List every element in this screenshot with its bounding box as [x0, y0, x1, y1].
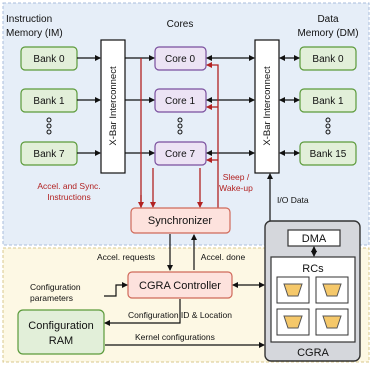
xbar-left-label: X-Bar Interconnect	[108, 66, 119, 146]
accel-requests-label: Accel. requests	[97, 252, 155, 262]
kernel-configs-label: Kernel configurations	[135, 332, 215, 342]
cgra-controller-label: CGRA Controller	[139, 280, 221, 292]
rc-cell	[315, 308, 349, 336]
dm-bank-1-label: Bank 1	[312, 96, 344, 107]
sleep-label-1: Sleep /	[223, 172, 250, 182]
config-ram-block	[17, 309, 105, 355]
xbar-left	[100, 39, 126, 174]
dm-bank-1	[299, 88, 357, 113]
top-region	[2, 2, 370, 246]
im-bank-7-label: Bank 7	[33, 149, 65, 160]
core-7-label: Core 7	[165, 149, 195, 160]
rc-cell	[315, 276, 349, 304]
dm-bank-15	[299, 141, 357, 166]
io-data-label: I/O Data	[277, 195, 309, 205]
xbar-right-label: X-Bar Interconnect	[262, 66, 273, 146]
cores-xbar-right-arrows	[206, 55, 255, 156]
accel-sync-label-1: Accel. and Sync.	[37, 181, 100, 191]
accel-done-label: Accel. done	[201, 252, 246, 262]
config-id-arrow	[104, 299, 181, 326]
config-params-arrow	[104, 282, 128, 297]
rc-cell	[276, 308, 310, 336]
dm-bank-15-label: Bank 15	[310, 149, 347, 160]
accel-sync-label-2: Instructions	[47, 192, 90, 202]
config-ram-label-1: Configuration	[28, 320, 93, 332]
config-params-label-2: parameters	[30, 293, 73, 303]
sleep-wakeup-arrows	[150, 62, 219, 208]
im-to-xbar-arrows	[77, 55, 101, 156]
dm-title-line2: Memory (DM)	[297, 28, 358, 39]
xbar-dm-arrows	[279, 55, 300, 156]
im-bank-0-label: Bank 0	[33, 54, 65, 65]
sleep-label-2: Wake-up	[219, 183, 253, 193]
im-bank-1-label: Bank 1	[33, 96, 65, 107]
config-id-label: Configuration ID & Location	[128, 310, 232, 320]
dm-bank-0	[299, 46, 357, 71]
dm-title-line1: Data	[317, 14, 339, 25]
config-params-label-1: Configuration	[30, 282, 81, 292]
im-title-line2: Memory (IM)	[6, 28, 63, 39]
dm-ellipsis-icon	[325, 117, 331, 135]
im-title-line1: Instruction	[6, 14, 52, 25]
im-ellipsis-icon	[46, 117, 52, 135]
cores-title: Cores	[167, 19, 194, 30]
rcs-label: RCs	[302, 263, 324, 275]
cgra-label: CGRA	[297, 347, 329, 359]
synchronizer-label: Synchronizer	[148, 215, 213, 227]
cores-ellipsis-icon	[177, 117, 183, 135]
dma-label: DMA	[302, 233, 327, 245]
synchronizer-block	[130, 207, 231, 234]
core-1-label: Core 1	[165, 96, 195, 107]
rc-cell	[276, 276, 310, 304]
xbar-to-cores-arrows	[125, 55, 155, 156]
config-ram-label-2: RAM	[49, 335, 73, 347]
core-0-label: Core 0	[165, 54, 195, 65]
sync-controller-arrows	[167, 234, 197, 271]
dm-bank-0-label: Bank 0	[312, 54, 344, 65]
